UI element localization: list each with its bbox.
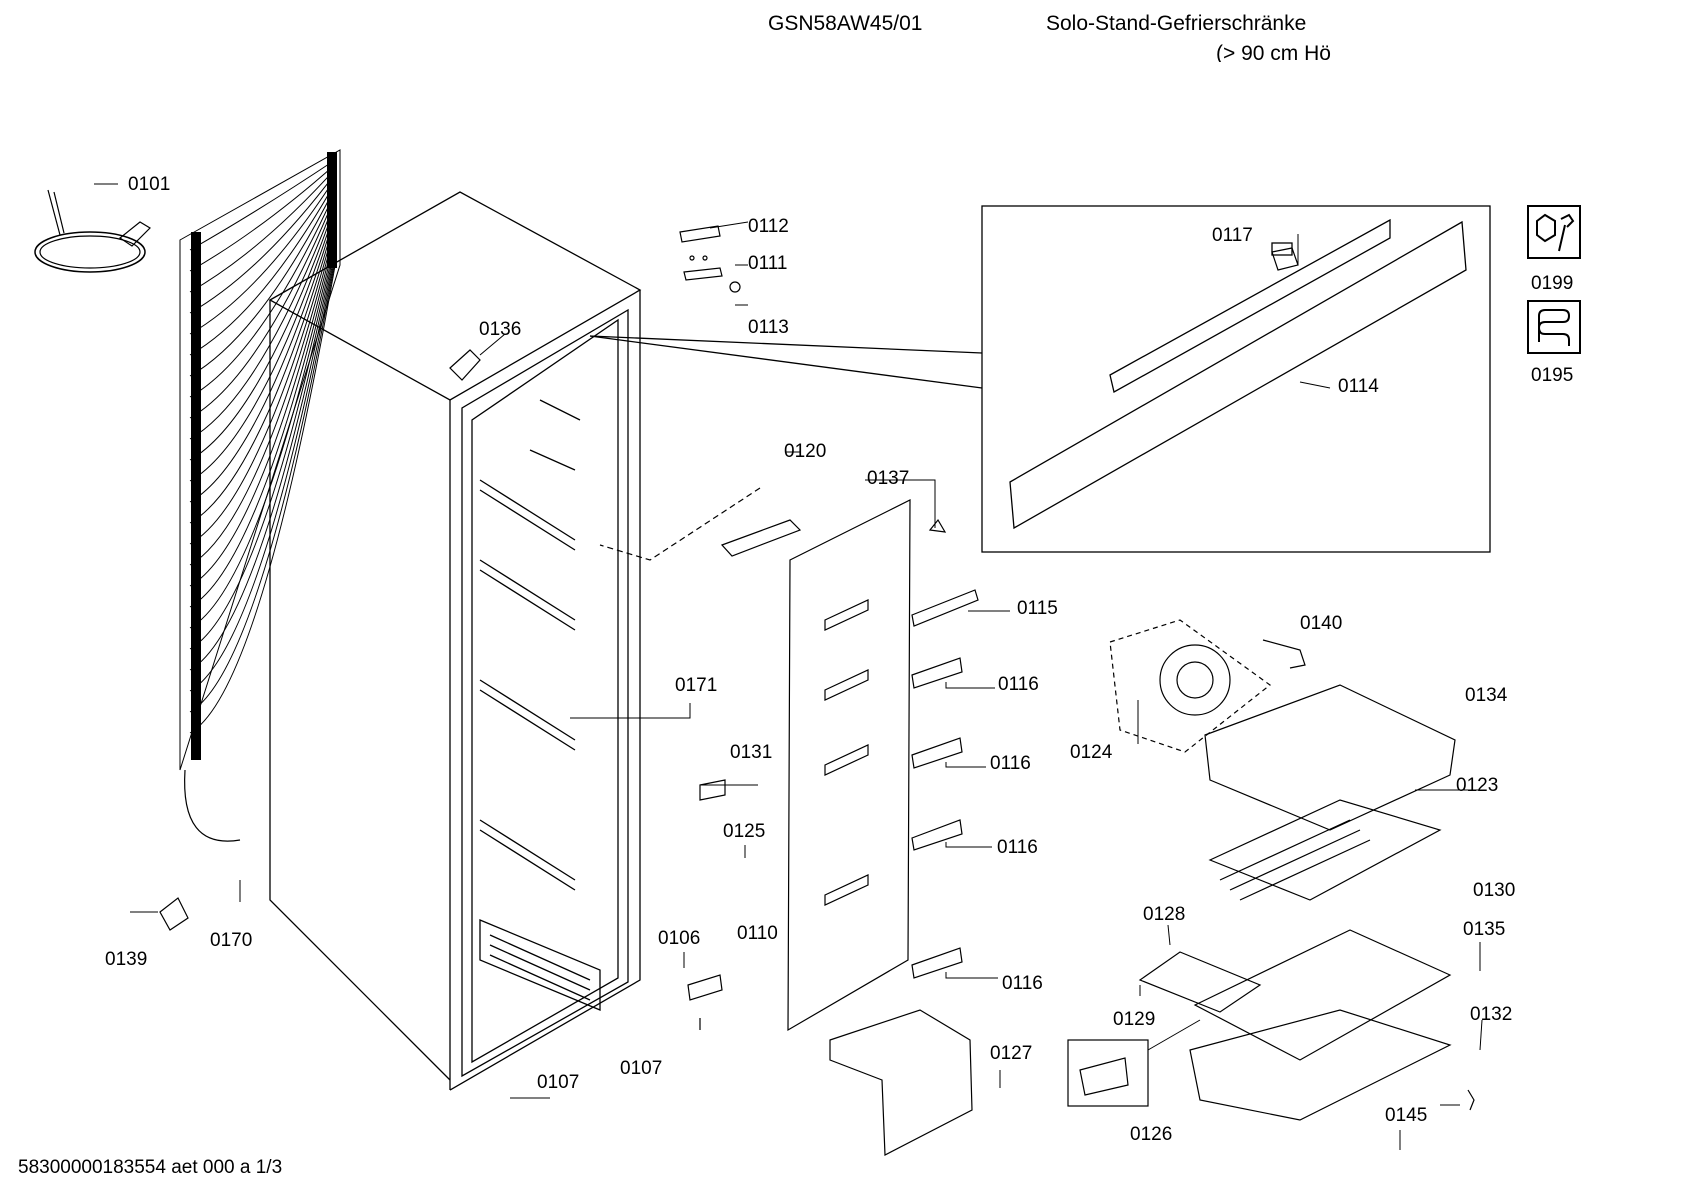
coil-rung: [189, 205, 336, 461]
shelf-support-0116a: [911, 657, 963, 689]
evaporator-panel-part: [787, 499, 911, 1032]
coil-rung: [189, 173, 336, 314]
coil-rung: [189, 201, 336, 440]
drip-tray-part-0132: [1189, 1009, 1452, 1121]
part-label: 0171: [675, 675, 718, 696]
part-label: 0116: [990, 753, 1031, 774]
light-cover-part: [720, 519, 802, 557]
cabinet-body: [268, 191, 642, 1091]
coil-rung: [189, 215, 336, 503]
coil-rung: [189, 196, 336, 419]
bracket-part-0126: [1079, 1057, 1129, 1096]
part-label: 0130: [1473, 880, 1516, 901]
hinge-parts-top: [679, 225, 741, 293]
document-id: 58300000183554 aet 000 a 1/3: [18, 1157, 283, 1178]
part-label: 0120: [784, 441, 827, 462]
coil-rung: [189, 164, 336, 272]
clip-part-0139: [159, 897, 189, 931]
part-label: 0170: [210, 930, 253, 951]
coil-rung: [189, 238, 336, 608]
coil-rung: [189, 233, 336, 587]
part-label: 0110: [737, 923, 778, 944]
part-label: 0134: [1465, 685, 1508, 706]
detail-frame-0126: [1067, 1039, 1149, 1107]
condenser-coil-part: [179, 149, 341, 842]
coil-rung: [189, 261, 336, 713]
part-label: 0140: [1300, 613, 1343, 634]
tray-part-0135: [1193, 929, 1452, 1061]
coil-rung: [189, 178, 336, 335]
part-label: 0136: [479, 319, 522, 340]
wrench-nut-icon: [1527, 205, 1581, 259]
part-0131: [699, 779, 726, 801]
part-label: 0128: [1143, 904, 1186, 925]
assembly-guide-line: [599, 487, 761, 561]
coil-rung: [189, 247, 336, 650]
part-label: 0137: [867, 468, 910, 489]
top-hinge-part: [449, 349, 481, 381]
part-label: 0107: [537, 1072, 580, 1093]
part-label: 0129: [1113, 1009, 1156, 1030]
coil-rung: [189, 228, 336, 566]
shelf-support-0116d: [911, 947, 963, 979]
hinge-part-0106: [687, 974, 723, 1001]
heating-coil-icon: [1527, 300, 1581, 354]
coil-rung: [189, 210, 336, 482]
fan-motor-part: [1109, 619, 1271, 753]
coil-rung: [189, 224, 336, 545]
part-label: 0131: [730, 742, 773, 763]
model-number: GSN58AW45/01: [768, 12, 923, 35]
part-label: 0116: [1002, 973, 1043, 994]
part-label: 0113: [748, 317, 789, 338]
part-label: 0195: [1531, 365, 1574, 386]
shelf-support-0116b: [911, 737, 963, 769]
category-subtitle: (> 90 cm Hö: [1216, 42, 1331, 62]
part-label: 0111: [748, 253, 788, 274]
shelf-support-0115: [911, 589, 979, 627]
coil-rung: [189, 168, 336, 293]
shelf-support-0116c: [911, 819, 963, 851]
power-cord-part: [34, 189, 151, 273]
coil-rung: [189, 159, 336, 251]
coil-rung: [189, 182, 336, 356]
coil-rung: [189, 251, 336, 671]
part-label: 0107: [620, 1058, 663, 1079]
screw-part-0145: [1467, 1089, 1475, 1111]
part-label: 0116: [997, 837, 1038, 858]
part-label: 0116: [998, 674, 1039, 695]
coil-rung: [189, 256, 336, 692]
part-label: 0106: [658, 928, 701, 949]
plug-part-0137: [928, 518, 947, 533]
coil-rung: [189, 219, 336, 524]
sensor-part-0140: [1262, 639, 1306, 669]
part-label: 0135: [1463, 919, 1506, 940]
coil-rung: [189, 242, 336, 629]
evaporator-part: [1208, 799, 1442, 901]
part-label: 0127: [990, 1043, 1033, 1064]
coil-rung: [189, 191, 336, 398]
detail-inset-frame: [589, 205, 1491, 553]
part-label: 0117: [1212, 225, 1253, 246]
part-label: 0145: [1385, 1105, 1428, 1126]
evaporator-cover-part: [1204, 684, 1456, 831]
part-label: 0126: [1130, 1124, 1173, 1145]
part-label: 0125: [723, 821, 766, 842]
coil-rung: [189, 265, 336, 734]
category-title: Solo-Stand-Gefrierschränke: [1046, 12, 1307, 35]
leader-lines: [94, 183, 1483, 1150]
part-label: 0132: [1470, 1004, 1513, 1025]
part-label: 0115: [1017, 598, 1058, 619]
part-label: 0101: [128, 174, 171, 195]
heater-part-0128: [1138, 951, 1262, 1013]
part-label: 0114: [1338, 376, 1379, 397]
part-label: 0199: [1531, 273, 1574, 294]
part-label: 0124: [1070, 742, 1113, 763]
part-label: 0123: [1456, 775, 1499, 796]
cover-part-0127: [829, 1009, 973, 1156]
connector-part-0117: [1271, 247, 1299, 271]
part-label: 0112: [748, 216, 789, 237]
part-label: 0139: [105, 949, 148, 970]
coil-rung: [189, 187, 336, 377]
